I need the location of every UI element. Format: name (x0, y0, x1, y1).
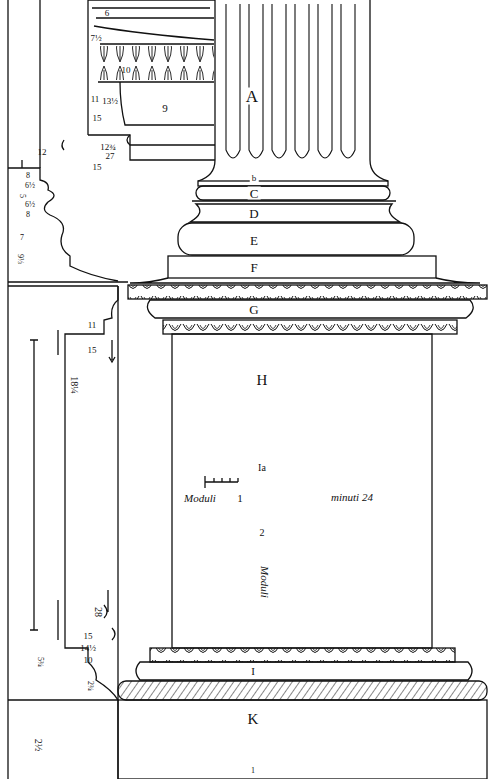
scotia (190, 201, 400, 222)
scale-note: minuti 24 (331, 492, 373, 503)
dimension-number: 6½ (25, 182, 35, 190)
dimension-number: 12¾ (100, 143, 116, 152)
part-letter: C (248, 187, 261, 200)
column-shaft (198, 0, 388, 181)
part-letter: G (247, 303, 260, 316)
torus (178, 223, 414, 255)
dimension-number: 6 (105, 9, 110, 18)
dimension-number: 8 (26, 172, 30, 180)
dimension-number: 28 (93, 607, 103, 617)
part-letter: F (248, 261, 259, 274)
dimension-number: 15 (93, 163, 102, 172)
dimension-number: 5¾ (36, 657, 44, 667)
dimension-number: 18¼ (69, 376, 79, 394)
part-letter: E (248, 234, 260, 247)
flute (341, 4, 355, 158)
dimension-number: 15 (88, 346, 97, 355)
dimension-number: 11 (88, 321, 97, 330)
part-letter: 2 (258, 528, 267, 538)
dimension-number: 6½ (25, 201, 35, 209)
dimension-number: 14½ (80, 644, 96, 653)
dimension-number: 7 (20, 234, 24, 242)
dimension-number: 9 (162, 103, 168, 114)
part-letter: 1 (249, 767, 257, 775)
scale-note: Moduli (184, 493, 216, 504)
flute (249, 4, 263, 158)
linework (8, 0, 487, 779)
part-letter: b (250, 174, 259, 183)
dimension-number: 11 (91, 95, 100, 104)
flute (318, 4, 332, 158)
part-letter: K (246, 712, 261, 727)
dimension-number: 12 (38, 148, 47, 157)
dimension-number: 8 (26, 211, 30, 219)
dimension-number: 10 (122, 66, 131, 75)
scale-note: 1 (237, 493, 243, 504)
dimension-number: 9⅓ (16, 254, 24, 264)
flutes (226, 4, 355, 158)
part-letter: Ia (256, 463, 268, 473)
dimension-number: 10 (84, 656, 93, 665)
torus (196, 186, 390, 200)
dimension-number: 7½ (90, 34, 101, 43)
plinth (118, 700, 487, 779)
part-letter: D (247, 207, 260, 220)
flute (272, 4, 286, 158)
pedestal-die (172, 334, 432, 648)
part-letter: H (255, 373, 270, 388)
hatched-torus (118, 681, 487, 700)
dimension-number: 15 (84, 632, 93, 641)
dimension-number: 27 (106, 152, 115, 161)
dimension-number: 13½ (102, 97, 118, 106)
part-letter: I (249, 666, 257, 677)
dimension-number: 2½ (33, 739, 43, 752)
scale-note: Moduli (259, 566, 270, 598)
dimension-number: 5 (18, 194, 26, 198)
flute (226, 4, 240, 158)
part-letter: A (244, 88, 260, 105)
dimension-number: 15 (93, 114, 102, 123)
flute (295, 4, 309, 158)
dimension-number: 2¾ (86, 681, 94, 691)
